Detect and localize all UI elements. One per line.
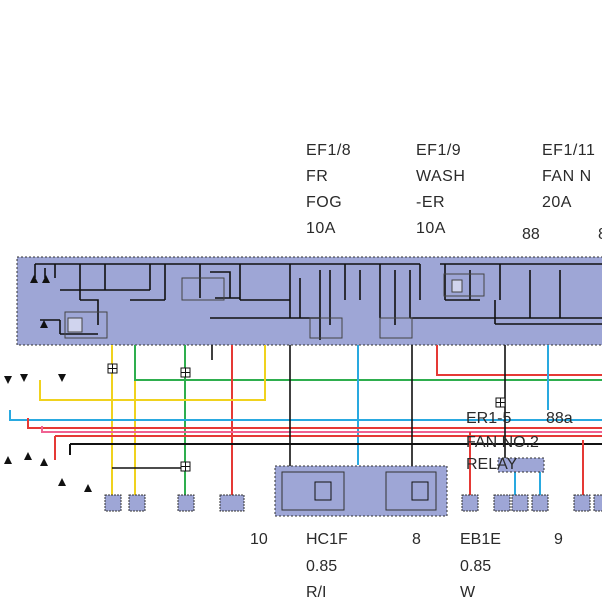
connector-hc1f-color: R/I	[306, 584, 327, 601]
bus-lines	[34, 263, 602, 340]
connector-eb1e-gauge: 0.85	[460, 558, 492, 575]
relay-pin-er1-5: ER1-5	[466, 410, 512, 427]
relay-pin-88a: 88a	[546, 410, 573, 427]
pin-label-8: 8	[598, 226, 602, 244]
pin-label-88: 88	[522, 226, 540, 243]
relay-name: FAN NO.2	[466, 434, 539, 451]
pin-number-8: 8	[412, 531, 421, 548]
relay-type: RELAY	[466, 456, 518, 473]
connector-hc1f-name: HC1F	[306, 531, 348, 548]
connector-eb1e-color: W	[460, 584, 476, 601]
connector-hc1f-gauge: 0.85	[306, 558, 338, 575]
pin-number-9: 9	[554, 531, 563, 548]
fan-relay-2	[497, 457, 545, 473]
connector-eb1e-name: EB1E	[460, 531, 501, 548]
pin-number-10: 10	[250, 531, 268, 548]
relay-housing	[274, 465, 448, 517]
